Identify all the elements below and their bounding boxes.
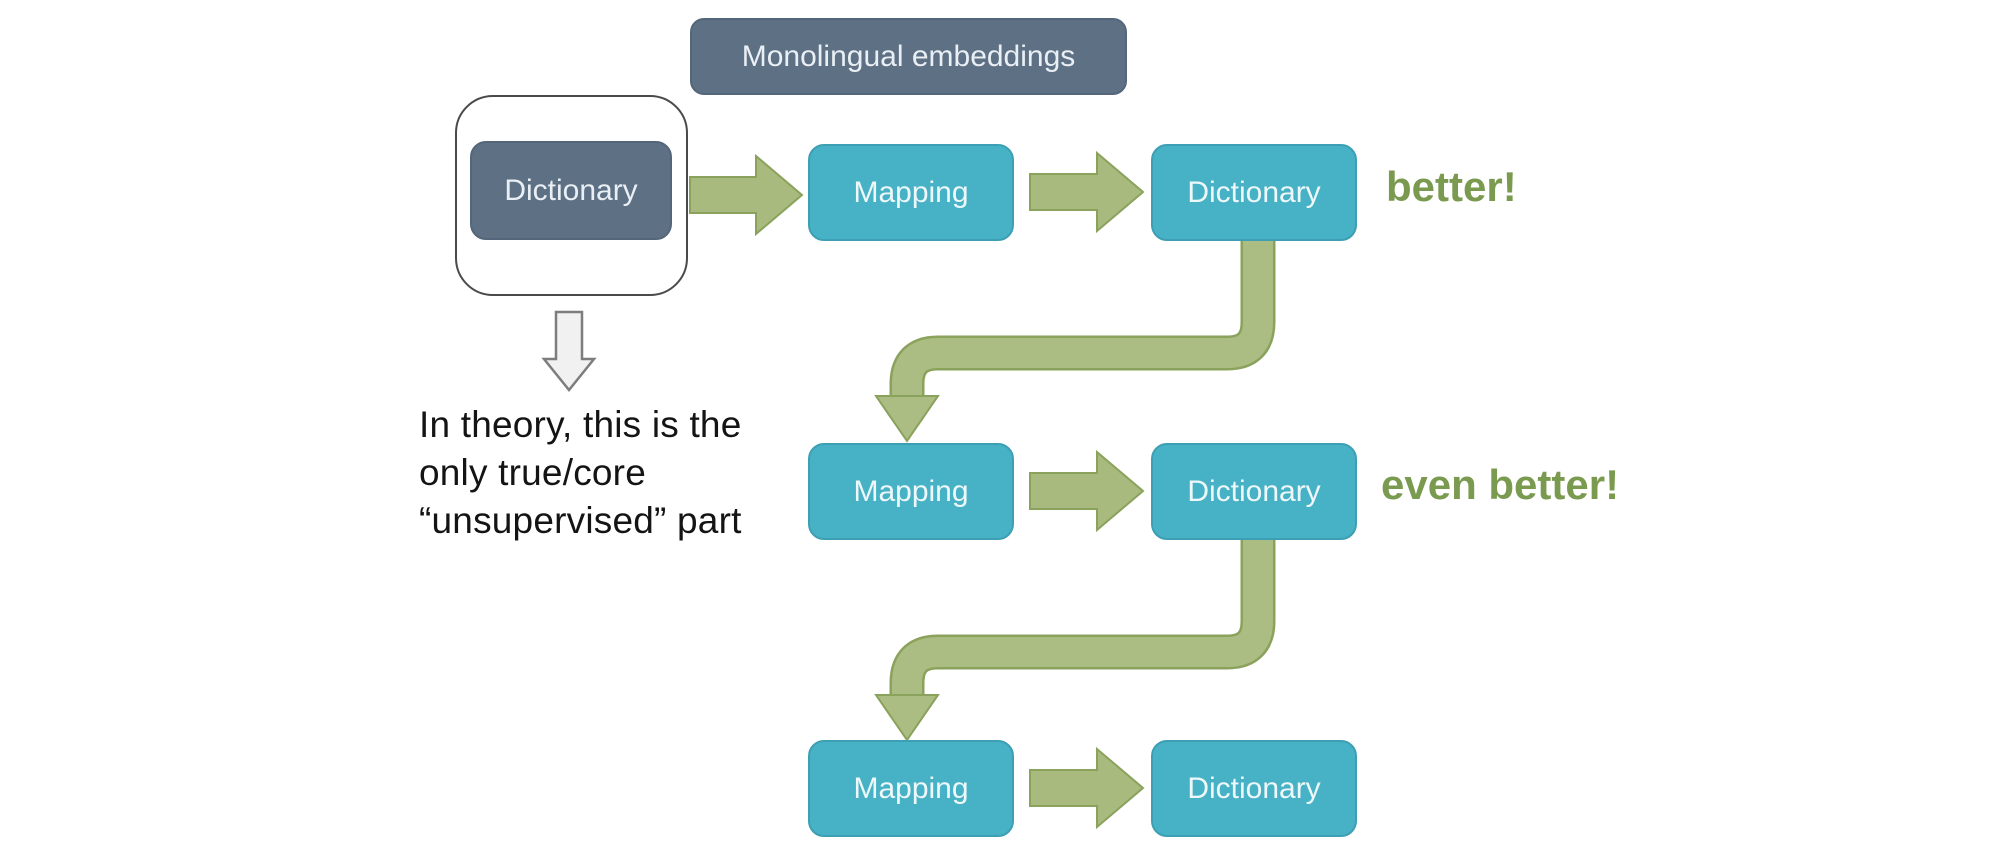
mapping-box-row3: Mapping — [808, 740, 1014, 837]
right-arrow-icon — [1029, 150, 1145, 234]
hollow-down-arrow-icon — [541, 310, 597, 392]
elbow-arrow-icon — [889, 239, 1276, 399]
monolingual-embeddings-label: Monolingual embeddings — [741, 39, 1076, 73]
dictionary-label: Dictionary — [1187, 175, 1321, 209]
mapping-label: Mapping — [853, 175, 969, 209]
down-arrowhead-icon — [874, 694, 940, 742]
unsupervised-annotation: In theory, this is the only true/core “u… — [419, 401, 819, 545]
annotation-line: only true/core — [419, 452, 646, 493]
seed-dictionary-label: Dictionary — [504, 173, 638, 207]
mapping-box-row2: Mapping — [808, 443, 1014, 540]
mapping-label: Mapping — [853, 474, 969, 508]
right-arrow-icon — [1029, 449, 1145, 533]
better-comment: better! — [1386, 163, 1517, 210]
dictionary-label: Dictionary — [1187, 771, 1321, 805]
down-arrowhead-icon — [874, 395, 940, 443]
elbow-arrow-icon — [892, 238, 1273, 400]
elbow-arrow-icon — [892, 537, 1273, 699]
seed-dictionary-box: Dictionary — [470, 141, 672, 240]
even-better-comment: even better! — [1381, 461, 1620, 508]
mapping-box-row1: Mapping — [808, 144, 1014, 241]
right-arrow-icon — [689, 153, 804, 237]
annotation-line: “unsupervised” part — [419, 500, 742, 541]
right-arrow-icon — [1029, 746, 1145, 830]
mapping-label: Mapping — [853, 771, 969, 805]
annotation-line: In theory, this is the — [419, 404, 742, 445]
dictionary-box-row3: Dictionary — [1151, 740, 1357, 837]
dictionary-box-row1: Dictionary — [1151, 144, 1357, 241]
elbow-arrow-icon — [889, 538, 1276, 698]
dictionary-box-row2: Dictionary — [1151, 443, 1357, 540]
dictionary-label: Dictionary — [1187, 474, 1321, 508]
monolingual-embeddings-box: Monolingual embeddings — [690, 18, 1127, 95]
